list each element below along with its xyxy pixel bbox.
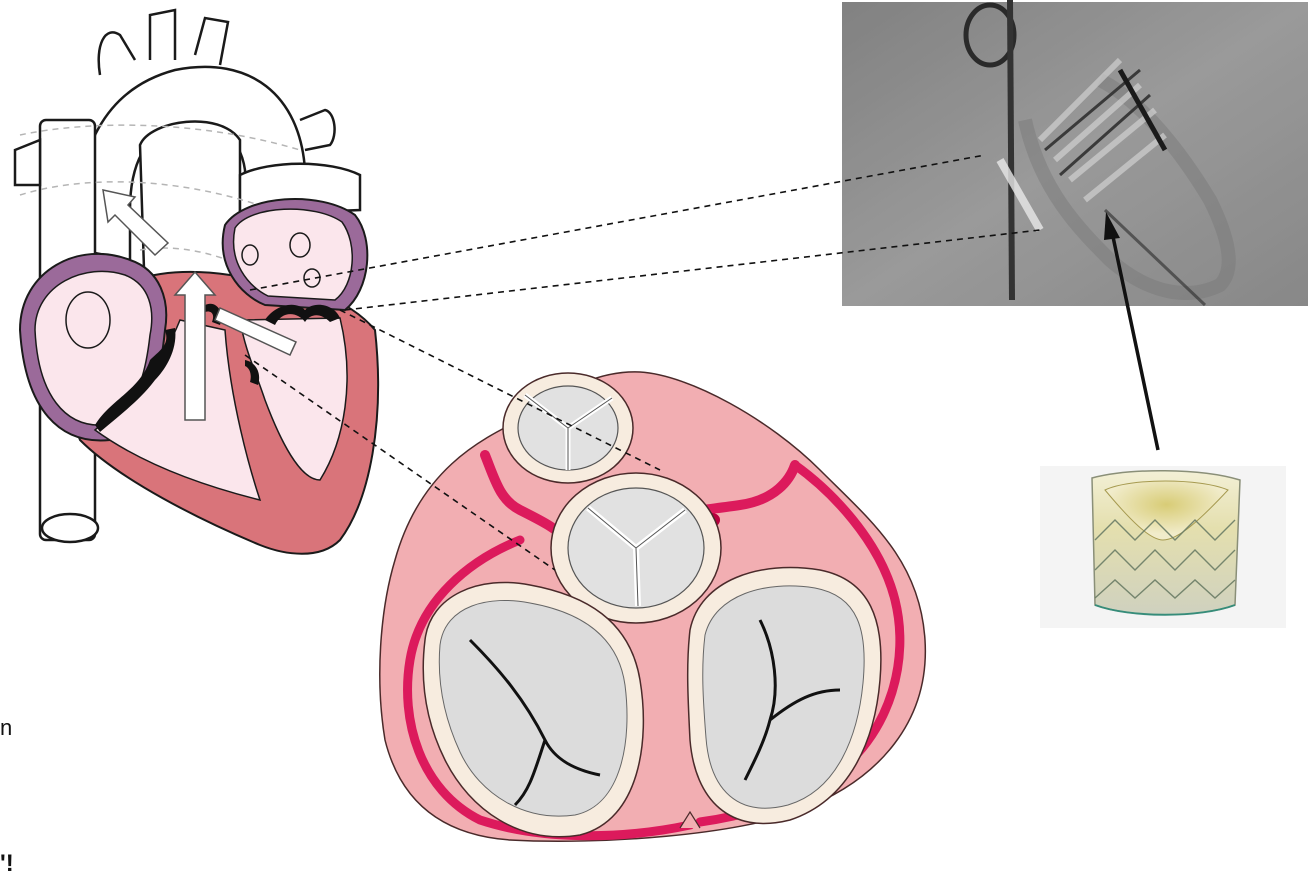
prosthetic-valve-photo	[1040, 466, 1286, 628]
text-fragment-2: '!	[0, 850, 14, 878]
heart-valves-top-view	[380, 372, 926, 841]
text-fragment-1: n	[0, 715, 12, 741]
pulmonary-valve	[503, 373, 633, 483]
mitral-valve	[688, 568, 881, 824]
heart-cross-section	[15, 10, 378, 554]
venous-opening	[66, 292, 110, 348]
fluoroscopy-image	[842, 0, 1308, 306]
